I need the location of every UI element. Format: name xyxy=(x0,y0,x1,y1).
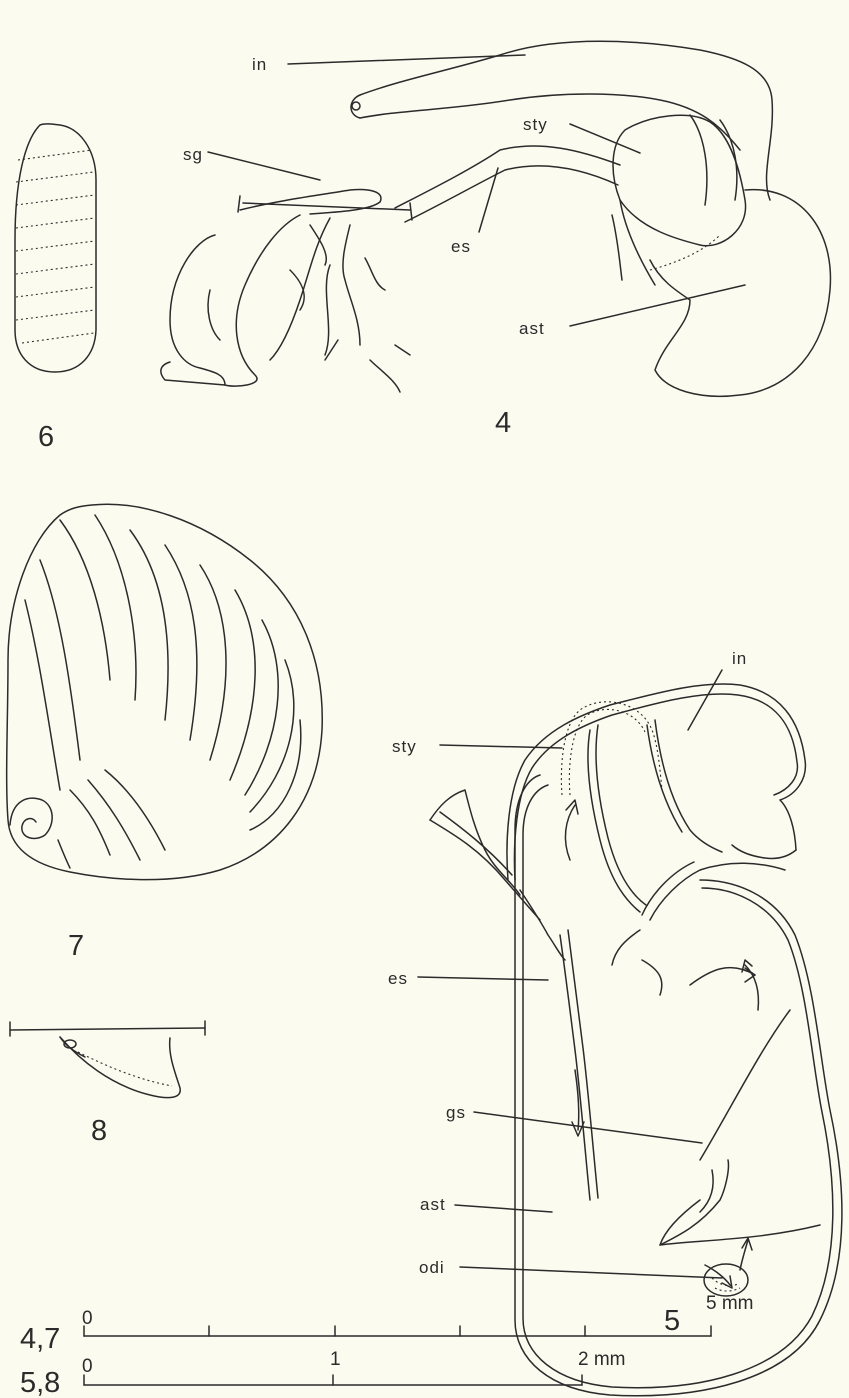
scale-bar-2-mid: 1 xyxy=(330,1349,341,1370)
figure-4-drawing xyxy=(161,41,831,396)
fig5-label-sty: sty xyxy=(392,737,417,756)
scale-bar-2: 5,8 0 1 2 mm xyxy=(20,1349,626,1398)
figure-8-number: 8 xyxy=(91,1115,107,1147)
figure-7-drawing xyxy=(7,504,323,879)
fig5-label-es: es xyxy=(388,969,408,988)
fig5-label-ast: ast xyxy=(420,1195,446,1214)
fig5-label-gs: gs xyxy=(446,1103,466,1122)
fig4-label-sty: sty xyxy=(523,115,548,134)
figure-5-drawing xyxy=(430,684,842,1396)
figure-6-drawing xyxy=(15,124,96,372)
fig4-label-in: in xyxy=(252,55,267,74)
figure-8-drawing xyxy=(10,1021,205,1098)
figure-5-number: 5 xyxy=(664,1305,680,1337)
scale-bar-1-end: 5 mm xyxy=(706,1293,754,1314)
fig4-label-sg: sg xyxy=(183,145,203,164)
scale-bar-1-label: 4,7 xyxy=(20,1323,60,1355)
fig5-label-odi: odi xyxy=(419,1258,445,1277)
fig5-label-in: in xyxy=(732,649,747,668)
figure-5-leaders xyxy=(418,670,722,1278)
fig4-label-es: es xyxy=(451,237,471,256)
scale-bar-2-start: 0 xyxy=(82,1356,93,1377)
figure-6-number: 6 xyxy=(38,421,54,453)
scale-bar-1: 4,7 0 5 mm xyxy=(20,1293,754,1355)
scale-bar-2-label: 5,8 xyxy=(20,1367,60,1398)
fig4-label-ast: ast xyxy=(519,319,545,338)
scale-bar-2-end: 2 mm xyxy=(578,1349,626,1370)
figure-7-number: 7 xyxy=(68,930,84,962)
figure-4-leaders xyxy=(208,55,745,326)
figure-4-number: 4 xyxy=(495,407,511,439)
